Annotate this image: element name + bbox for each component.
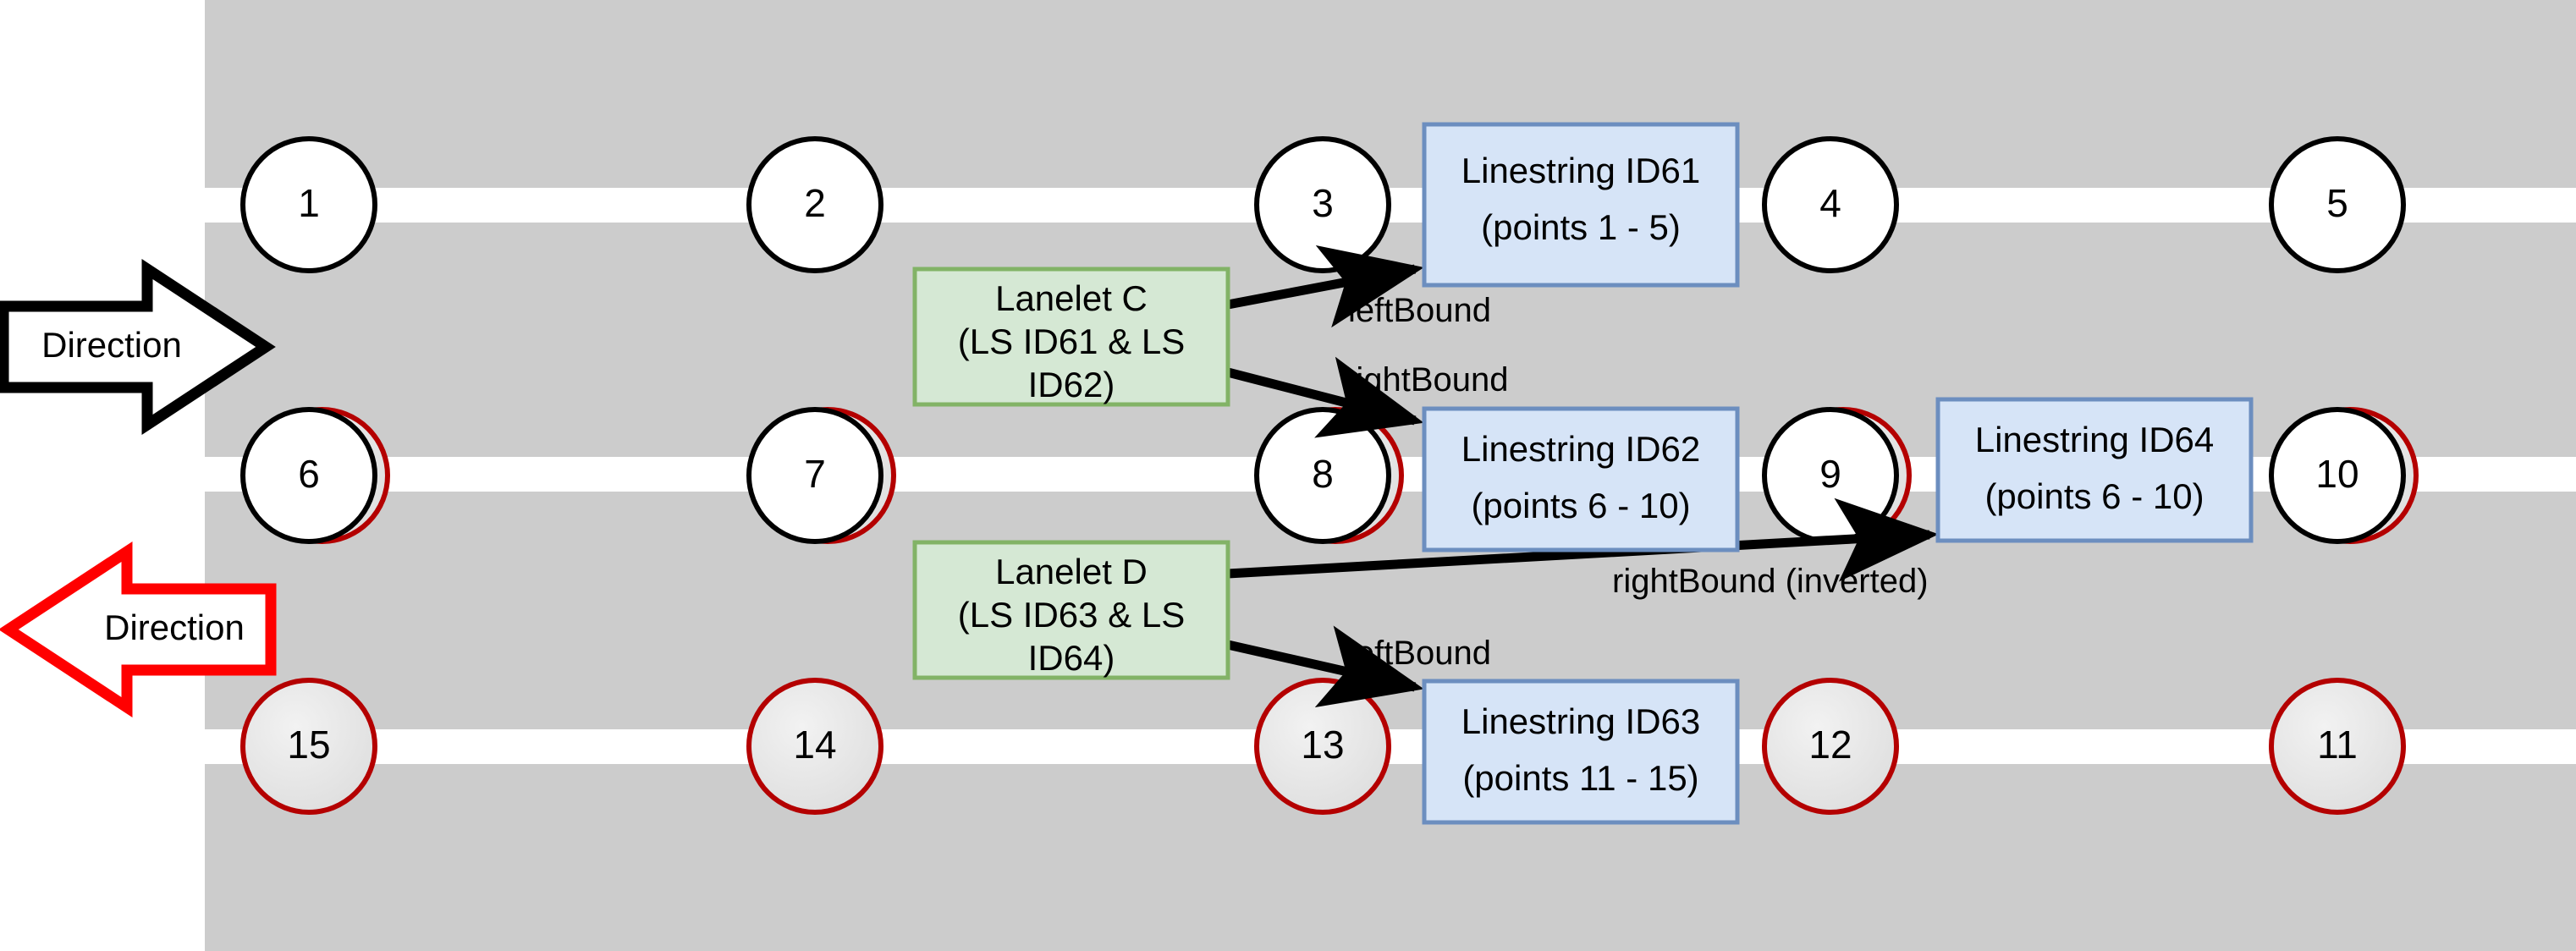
- edge-label-rightbound-c: rightBound: [1345, 361, 1508, 399]
- point-node-5[interactable]: 5: [2269, 136, 2406, 273]
- point-label: 12: [1808, 723, 1852, 767]
- linestring-box-bg: [1422, 406, 1740, 552]
- direction-arrow-shape: [0, 541, 277, 718]
- point-node-2[interactable]: 2: [746, 136, 883, 273]
- linestring-box-line2: (points 6 - 10): [1984, 476, 2204, 516]
- lanelet-box-line1: Lanelet D: [995, 552, 1148, 591]
- lanelet-box-line3: ID62): [1028, 365, 1115, 404]
- point-circle: [240, 407, 377, 544]
- point-label: 9: [1819, 452, 1841, 496]
- point-node-12[interactable]: 12: [1762, 678, 1899, 815]
- point-node-4[interactable]: 4: [1762, 136, 1899, 273]
- point-circle: [1762, 678, 1899, 815]
- point-label: 10: [2315, 452, 2359, 496]
- lanelet-box-bg: [912, 540, 1230, 680]
- point-circle: [2269, 407, 2406, 544]
- lanelet-box-bg: [912, 267, 1230, 407]
- direction-arrow-shape: [0, 258, 276, 436]
- edge-label-leftbound-c: leftBound: [1348, 292, 1491, 329]
- point-node-3[interactable]: 3: [1254, 136, 1391, 273]
- edge-lanelet-d-leftbound-arrow: [1226, 625, 1424, 708]
- point-label: 1: [298, 181, 320, 225]
- point-circle: [746, 407, 883, 544]
- point-label: 4: [1819, 181, 1841, 225]
- point-label: 14: [793, 723, 836, 767]
- direction-arrow-label: Direction: [104, 607, 245, 647]
- point-circle: [2269, 678, 2406, 815]
- linestring-box-line2: (points 11 - 15): [1462, 758, 1698, 798]
- point-circle: [1762, 136, 1899, 273]
- linestring-box-line1: Linestring ID61: [1461, 151, 1701, 190]
- point-node-13[interactable]: 13: [1254, 678, 1391, 815]
- linestring-box-id61[interactable]: Linestring ID61 (points 1 - 5): [1422, 122, 1740, 288]
- linestring-box-id64[interactable]: Linestring ID64 (points 6 - 10): [1935, 397, 2254, 543]
- point-label: 5: [2326, 181, 2348, 225]
- edge-label-leftbound-d: leftBound: [1348, 635, 1491, 672]
- point-node-15[interactable]: 15: [240, 678, 377, 815]
- edge-lanelet-d-rightbound-inverted-arrow: [1227, 497, 1939, 582]
- linestring-box-line2: (points 1 - 5): [1481, 207, 1681, 247]
- point-label: 11: [2317, 723, 2358, 767]
- lanelet-box-line2: (LS ID61 & LS: [958, 322, 1185, 361]
- point-label: 8: [1312, 452, 1334, 496]
- edge-label-rightbound-inverted-d: rightBound (inverted): [1612, 563, 1929, 600]
- point-label: 15: [287, 723, 330, 767]
- direction-arrow-label: Direction: [41, 325, 182, 365]
- lanelet-box-d[interactable]: Lanelet D (LS ID63 & LS ID64): [912, 540, 1230, 680]
- direction-arrow-forward: Direction: [0, 258, 276, 436]
- point-label: 2: [804, 181, 826, 225]
- lanelet-box-line1: Lanelet C: [995, 278, 1148, 318]
- linestring-box-line1: Linestring ID62: [1461, 429, 1701, 469]
- point-node-9[interactable]: 9: [1762, 407, 1912, 544]
- point-node-6[interactable]: 6: [240, 407, 390, 544]
- point-node-7[interactable]: 7: [746, 407, 896, 544]
- point-label: 3: [1312, 181, 1334, 225]
- linestring-box-id62[interactable]: Linestring ID62 (points 6 - 10): [1422, 406, 1740, 552]
- point-circle: [746, 136, 883, 273]
- point-circle: [240, 678, 377, 815]
- linestring-box-line1: Linestring ID64: [1975, 420, 2215, 459]
- lanelet-box-line3: ID64): [1028, 638, 1115, 678]
- linestring-box-bg: [1422, 679, 1740, 825]
- linestring-box-id63[interactable]: Linestring ID63 (points 11 - 15): [1422, 679, 1740, 825]
- linestring-box-line1: Linestring ID63: [1461, 701, 1701, 741]
- linestring-box-bg: [1935, 397, 2254, 543]
- point-label: 6: [298, 452, 320, 496]
- linestring-box-bg: [1422, 122, 1740, 288]
- lanelet-box-line2: (LS ID63 & LS: [958, 595, 1185, 635]
- point-node-1[interactable]: 1: [240, 136, 377, 273]
- point-circle: [2269, 136, 2406, 273]
- point-label: 7: [804, 452, 826, 496]
- point-label: 13: [1301, 723, 1344, 767]
- point-node-8[interactable]: 8: [1254, 407, 1404, 544]
- point-node-14[interactable]: 14: [746, 678, 883, 815]
- edge-lanelet-c-rightbound-arrow: [1226, 356, 1424, 438]
- linestring-box-line2: (points 6 - 10): [1471, 486, 1690, 525]
- point-circle: [746, 678, 883, 815]
- edge-lanelet-c-leftbound-arrow: [1226, 245, 1424, 328]
- direction-arrow-backward: Direction: [0, 541, 277, 718]
- point-node-11[interactable]: 11: [2269, 678, 2406, 815]
- point-node-10[interactable]: 10: [2269, 407, 2419, 544]
- point-circle: [240, 136, 377, 273]
- lanelet-box-c[interactable]: Lanelet C (LS ID61 & LS ID62): [912, 267, 1230, 407]
